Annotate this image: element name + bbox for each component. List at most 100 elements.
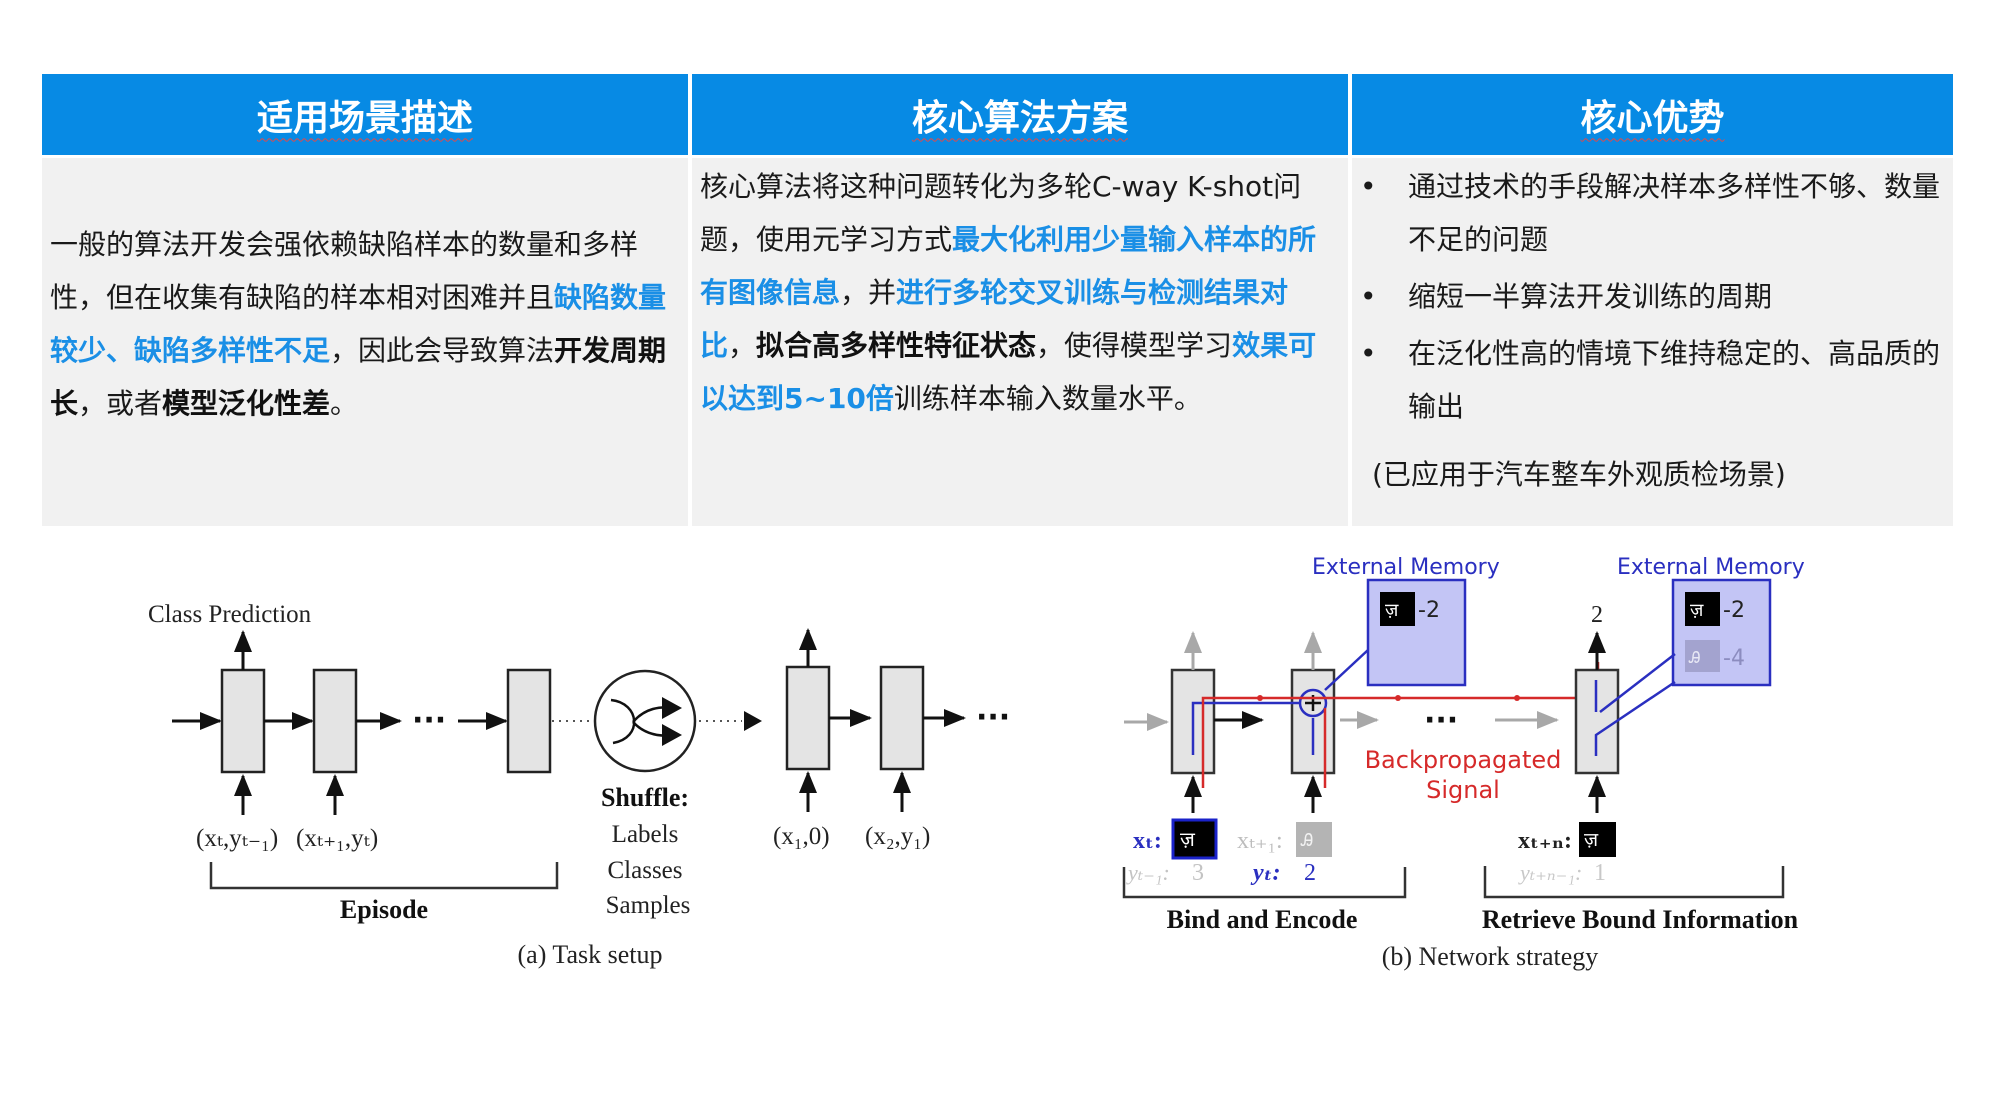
text-run: 核心算法将这种问题转化为多轮C-way K-shot问题，使用元学习方式 [700, 170, 1302, 256]
header-algorithm: 核心算法方案 [692, 74, 1348, 155]
yt-value: 2 [1304, 860, 1316, 886]
task-setup-diagram: Class Prediction ··· ··· (xₜ,yₜ₋₁) (xₜ₊₁… [148, 601, 1010, 969]
header-advantages: 核心优势 [1352, 74, 1953, 155]
episode-bracket [209, 862, 559, 890]
glyph: ज़ [1584, 829, 1599, 851]
ytn-label: yₜ₊ₙ₋₁: [1518, 860, 1582, 885]
cell-scenario: 一般的算法开发会强依赖缺陷样本的数量和多样性，但在收集有缺陷的样本相对困难并且缺… [42, 158, 688, 526]
bullet-icon: • [1360, 280, 1377, 313]
text-run: ， [728, 329, 757, 362]
input-label: (x₂,y₁) [865, 823, 930, 850]
memory-entry-label: -2 [1418, 598, 1440, 623]
meta-learning-figure: Class Prediction ··· ··· (xₜ,yₜ₋₁) (xₜ₊₁… [148, 555, 1805, 971]
highlight-run: 进行多轮交叉训练与检测结果对比 [700, 276, 1289, 362]
bold-run: 拟合高多样性特征状态 [756, 329, 1037, 362]
shuffle-item: Classes [608, 857, 683, 884]
advantage-item: • 缩短一半算法开发训练的周期 [1352, 270, 1953, 323]
advantage-text: 在泛化性高的情境下维持稳定的、高品质的输出 [1408, 337, 1941, 423]
text-run: ，因此会导致算法 [330, 334, 555, 367]
ellipsis: ··· [1424, 703, 1458, 738]
shuffle-arrowhead [662, 697, 682, 719]
backprop-label: Backpropagated [1365, 746, 1562, 774]
rnn-cell [785, 665, 831, 771]
memory-entry-label: -2 [1723, 598, 1745, 623]
rnn-cell [879, 665, 925, 771]
sum-node [1298, 688, 1328, 718]
glyph: Ꭿ [1300, 831, 1313, 851]
bold-run: 模型泛化性差 [162, 387, 331, 420]
text-run: 训练样本输入数量水平。 [893, 382, 1202, 415]
advantage-text: 缩短一半算法开发训练的周期 [1408, 280, 1773, 313]
shuffle-arrowhead [662, 724, 682, 746]
external-memory-label: External Memory [1312, 555, 1500, 580]
header-algorithm-label: 核心算法方案 [911, 97, 1128, 139]
comparison-table: 适用场景描述 核心算法方案 核心优势 一般的算法开发会强依赖缺陷样本的数量和多样… [42, 74, 1953, 526]
advantage-item: •通过技术的手段解决样本多样性不够、数量不足的问题 [1352, 160, 1953, 266]
text-run: ，使得模型学习 [1036, 329, 1233, 362]
bullet-icon: • [1360, 337, 1377, 370]
ytn-value: 1 [1594, 860, 1606, 886]
text-run: 。 [330, 387, 359, 420]
text-run: 一般的算法开发会强依赖缺陷样本的数量和多样性，但在收集有缺陷的样本相对困难并且 [50, 228, 639, 314]
shuffle-item: Labels [612, 821, 679, 848]
highlight-run: 效果可以达到5~10倍 [700, 329, 1317, 415]
ellipsis: ··· [976, 700, 1010, 735]
yt-label: yₜ: [1250, 860, 1281, 886]
character-image-icon [1685, 592, 1720, 626]
character-image-icon [1296, 822, 1332, 857]
signal-marker [1514, 695, 1520, 701]
application-note: (已应用于汽车整车外观质检场景) [1372, 458, 1786, 491]
shuffle-curve [610, 698, 636, 745]
character-image-icon [1685, 640, 1720, 672]
character-image-icon [1380, 592, 1415, 626]
yt-1-value: 3 [1192, 860, 1204, 886]
advantage-text: 通过技术的手段解决样本多样性不够、数量不足的问题 [1408, 170, 1941, 256]
bind-encode-label: Bind and Encode [1167, 905, 1358, 934]
task-setup-caption: (a) Task setup [518, 940, 663, 969]
memory-write-path [1324, 649, 1369, 691]
episode-label: Episode [340, 895, 428, 924]
external-memory-label: External Memory [1617, 555, 1805, 580]
bind-bracket [1122, 867, 1407, 899]
input-label: (xₜ₊₁,yₜ) [296, 825, 378, 852]
bold-run: 开发周期长 [50, 334, 667, 420]
text-run: ，并 [840, 276, 897, 309]
signal-marker [1395, 695, 1401, 701]
header-scenario-label: 适用场景描述 [256, 97, 473, 139]
cell-advantages: •通过技术的手段解决样本多样性不够、数量不足的问题 •缩短一半算法开发训练的周期… [1352, 158, 1953, 526]
scenario-text: 一般的算法开发会强依赖缺陷样本的数量和多样性，但在收集有缺陷的样本相对困难并且缺… [50, 218, 686, 430]
forward-signal-path [1191, 701, 1300, 755]
yt-1-label: yₜ₋₁: [1126, 860, 1170, 885]
shuffle-icon [593, 669, 697, 773]
output-value: 2 [1591, 602, 1603, 628]
xt1-label: xₜ₊₁: [1237, 828, 1283, 854]
glyph: ज़ [1690, 600, 1704, 621]
shuffle-title: Shuffle: [601, 783, 689, 812]
input-label: (x₁,0) [773, 823, 830, 850]
character-image-icon [1579, 822, 1616, 857]
network-strategy-caption: (b) Network strategy [1382, 942, 1599, 971]
highlight-run: 最大化利用少量输入样本的所有图像信息 [700, 223, 1317, 309]
header-advantages-label: 核心优势 [1580, 97, 1725, 139]
backprop-label: Signal [1426, 776, 1500, 804]
rnn-cell [312, 668, 358, 774]
highlight-run: 缺陷数量较少、缺陷多样性不足 [50, 281, 667, 367]
glyph: ज़ [1385, 600, 1399, 621]
header-scenario: 适用场景描述 [42, 74, 688, 155]
character-image-icon [1171, 818, 1218, 860]
retrieve-label: Retrieve Bound Information [1482, 905, 1799, 934]
algorithm-text: 核心算法将这种问题转化为多轮C-way K-shot问题，使用元学习方式最大化利… [700, 160, 1330, 425]
rnn-cell [220, 668, 266, 774]
ellipsis: ··· [412, 703, 446, 738]
arrowhead [744, 711, 762, 731]
rnn-cell [506, 668, 552, 774]
signal-marker [1257, 695, 1263, 701]
memory-read-path [1599, 653, 1676, 713]
cell-algorithm: 核心算法将这种问题转化为多轮C-way K-shot问题，使用元学习方式最大化利… [692, 158, 1348, 526]
memory-read-path [1594, 680, 1676, 756]
xt-label: xₜ: [1133, 828, 1162, 854]
input-label: (xₜ,yₜ₋₁) [196, 825, 278, 852]
shuffle-item: Samples [606, 892, 691, 919]
xtn-label: xₜ₊ₙ: [1518, 828, 1572, 854]
retrieve-bracket [1483, 866, 1785, 899]
